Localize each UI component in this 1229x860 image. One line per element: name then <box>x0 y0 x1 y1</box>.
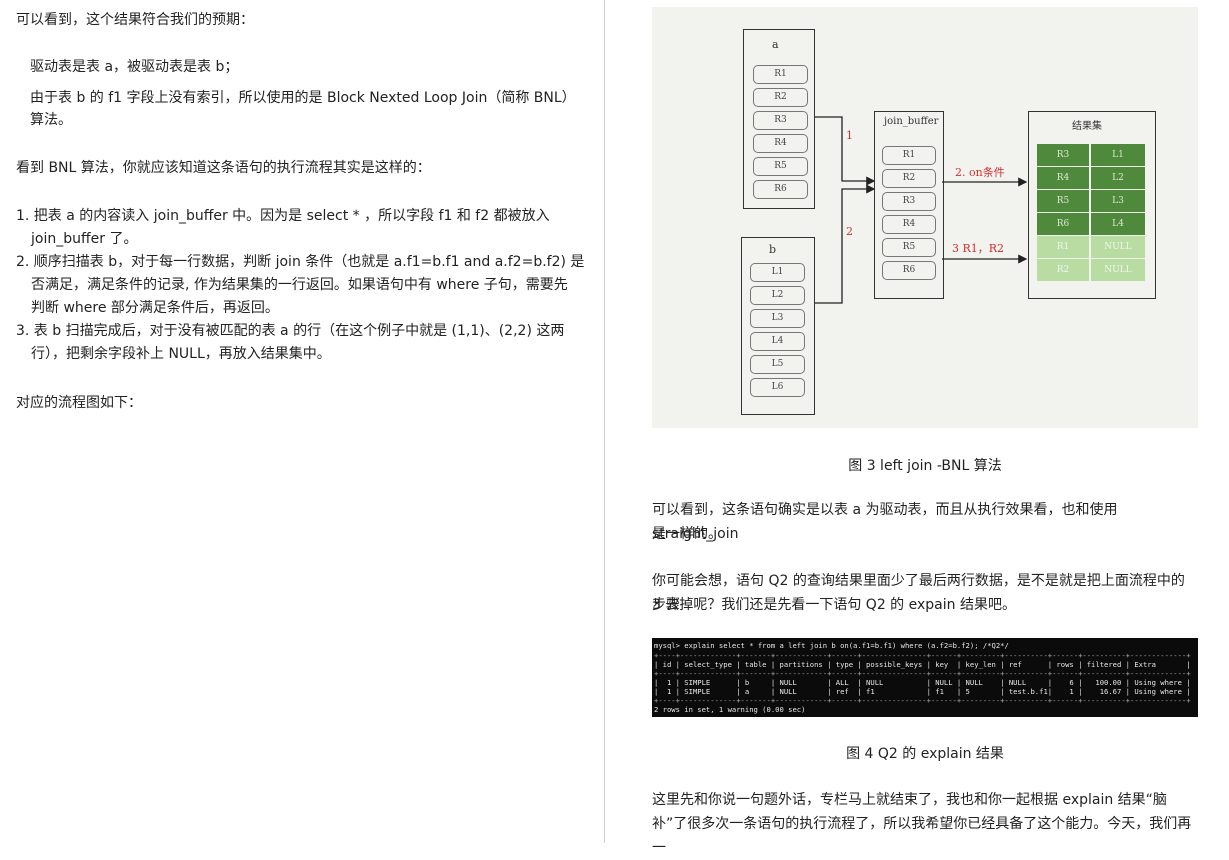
terminal-separator: +----+-------------+-------+------------… <box>654 669 1191 678</box>
para1-line2: 是一样的。 <box>652 526 722 542</box>
figure-3-caption: 图 3 left join -BNL 算法 <box>848 458 1002 474</box>
table-a-row: R4 <box>753 134 808 153</box>
buffer-row: R5 <box>882 238 936 257</box>
table-b-row: L1 <box>750 263 805 282</box>
bnl-flow-diagram: a R1 R2 R3 R4 R5 R6 b L1 L2 L3 L4 L5 L6 … <box>652 7 1198 428</box>
page-divider <box>604 0 605 843</box>
arrow-label-r1-r2: 3 R1，R2 <box>952 242 1005 255</box>
buffer-row: R3 <box>882 192 936 211</box>
join-buffer-label: join_buffer <box>884 116 939 127</box>
intro-text: 可以看到，这个结果符合我们的预期： <box>16 12 254 28</box>
terminal-separator: +----+-------------+-------+------------… <box>654 651 1191 660</box>
arrow-label-1: 1 <box>846 129 853 142</box>
explain-terminal-output: mysql> explain select * from a left join… <box>652 638 1198 717</box>
join-buffer-box <box>874 111 944 299</box>
para1-line1: 可以看到，这条语句确实是以表 a 为驱动表，而且从执行效果看，也和使用 stra… <box>652 502 1118 542</box>
table-b-row: L5 <box>750 355 805 374</box>
terminal-footer: 2 rows in set, 1 warning (0.00 sec) <box>654 705 806 714</box>
buffer-row: R6 <box>882 261 936 280</box>
para3-line2: 补”了很多次一条语句的执行流程了，所以我希望你已经具备了这个能力。今天，我们再一 <box>652 816 1192 856</box>
bnl-intro-text: 看到 BNL 算法，你就应该知道这条语句的执行流程其实是这样的： <box>16 160 431 176</box>
point-bnl-line1: 由于表 b 的 f1 字段上没有索引，所以使用的是 Block Nexted L… <box>30 90 576 106</box>
result-right-cell: NULL <box>1091 236 1145 258</box>
result-left-cell: R3 <box>1037 144 1089 166</box>
table-b-box <box>741 237 815 415</box>
result-set-box <box>1028 111 1156 299</box>
result-left-cell: R5 <box>1037 190 1089 212</box>
result-left-cell: R2 <box>1037 259 1089 281</box>
table-b-row: L6 <box>750 378 805 397</box>
terminal-command: mysql> explain select * from a left join… <box>654 641 1009 650</box>
step-1-line2: join_buffer 了。 <box>31 231 138 247</box>
step-3-line1: 3. 表 b 扫描完成后，对于没有被匹配的表 a 的行（在这个例子中就是 (1,… <box>16 323 565 339</box>
arrow-label-2: 2 <box>846 225 853 238</box>
para2-line1: 你可能会想，语句 Q2 的查询结果里面少了最后两行数据，是不是就是把上面流程中的… <box>652 573 1185 613</box>
result-right-cell: NULL <box>1091 259 1145 281</box>
buffer-row: R1 <box>882 146 936 165</box>
buffer-row: R2 <box>882 169 936 188</box>
terminal-separator: +----+-------------+-------+------------… <box>654 696 1191 705</box>
table-b-label: b <box>769 243 777 256</box>
result-set-label: 结果集 <box>1072 121 1102 132</box>
step-2-line3: 判断 where 部分满足条件后，再返回。 <box>31 300 279 316</box>
table-b-row: L2 <box>750 286 805 305</box>
step-1-line1: 1. 把表 a 的内容读入 join_buffer 中。因为是 select *… <box>16 208 550 224</box>
terminal-row: | 1 | SIMPLE | b | NULL | ALL | NULL | N… <box>654 678 1191 687</box>
arrow-a-to-buffer <box>814 116 876 186</box>
table-a-row: R3 <box>753 111 808 130</box>
result-right-cell: L3 <box>1091 190 1145 212</box>
table-a-row: R1 <box>753 65 808 84</box>
step-2-line2: 否满足，满足条件的记录, 作为结果集的一行返回。如果语句中有 where 子句，… <box>31 277 568 293</box>
table-a-label: a <box>772 38 779 51</box>
table-b-row: L3 <box>750 309 805 328</box>
point-driver-table: 驱动表是表 a，被驱动表是表 b； <box>30 59 239 75</box>
result-left-cell: R1 <box>1037 236 1089 258</box>
figure-4-caption: 图 4 Q2 的 explain 结果 <box>846 746 1004 762</box>
table-a-box <box>743 29 815 209</box>
table-a-row: R5 <box>753 157 808 176</box>
terminal-header: | id | select_type | table | partitions … <box>654 660 1191 669</box>
diagram-arrows <box>814 116 1028 304</box>
step-3-line2: 行），把剩余字段补上 NULL，再放入结果集中。 <box>31 346 331 362</box>
arrow-b-to-buffer <box>814 184 876 304</box>
table-b-row: L4 <box>750 332 805 351</box>
point-bnl-line2: 算法。 <box>30 112 72 128</box>
flow-intro-text: 对应的流程图如下： <box>16 395 142 411</box>
para3-line1: 这里先和你说一句题外话，专栏马上就结束了，我也和你一起根据 explain 结果… <box>652 792 1167 808</box>
table-a-row: R6 <box>753 180 808 199</box>
result-left-cell: R4 <box>1037 167 1089 189</box>
result-right-cell: L1 <box>1091 144 1145 166</box>
step-2-line1: 2. 顺序扫描表 b，对于每一行数据，判断 join 条件（也就是 a.f1=b… <box>16 254 585 270</box>
para2-line2: 3 去掉呢？我们还是先看一下语句 Q2 的 expain 结果吧。 <box>652 597 1016 613</box>
result-left-cell: R6 <box>1037 213 1089 235</box>
table-a-row: R2 <box>753 88 808 107</box>
arrow-label-on-condition: 2. on条件 <box>955 166 1005 179</box>
result-right-cell: L2 <box>1091 167 1145 189</box>
result-right-cell: L4 <box>1091 213 1145 235</box>
buffer-row: R4 <box>882 215 936 234</box>
terminal-row: | 1 | SIMPLE | a | NULL | ref | f1 | f1 … <box>654 687 1191 696</box>
